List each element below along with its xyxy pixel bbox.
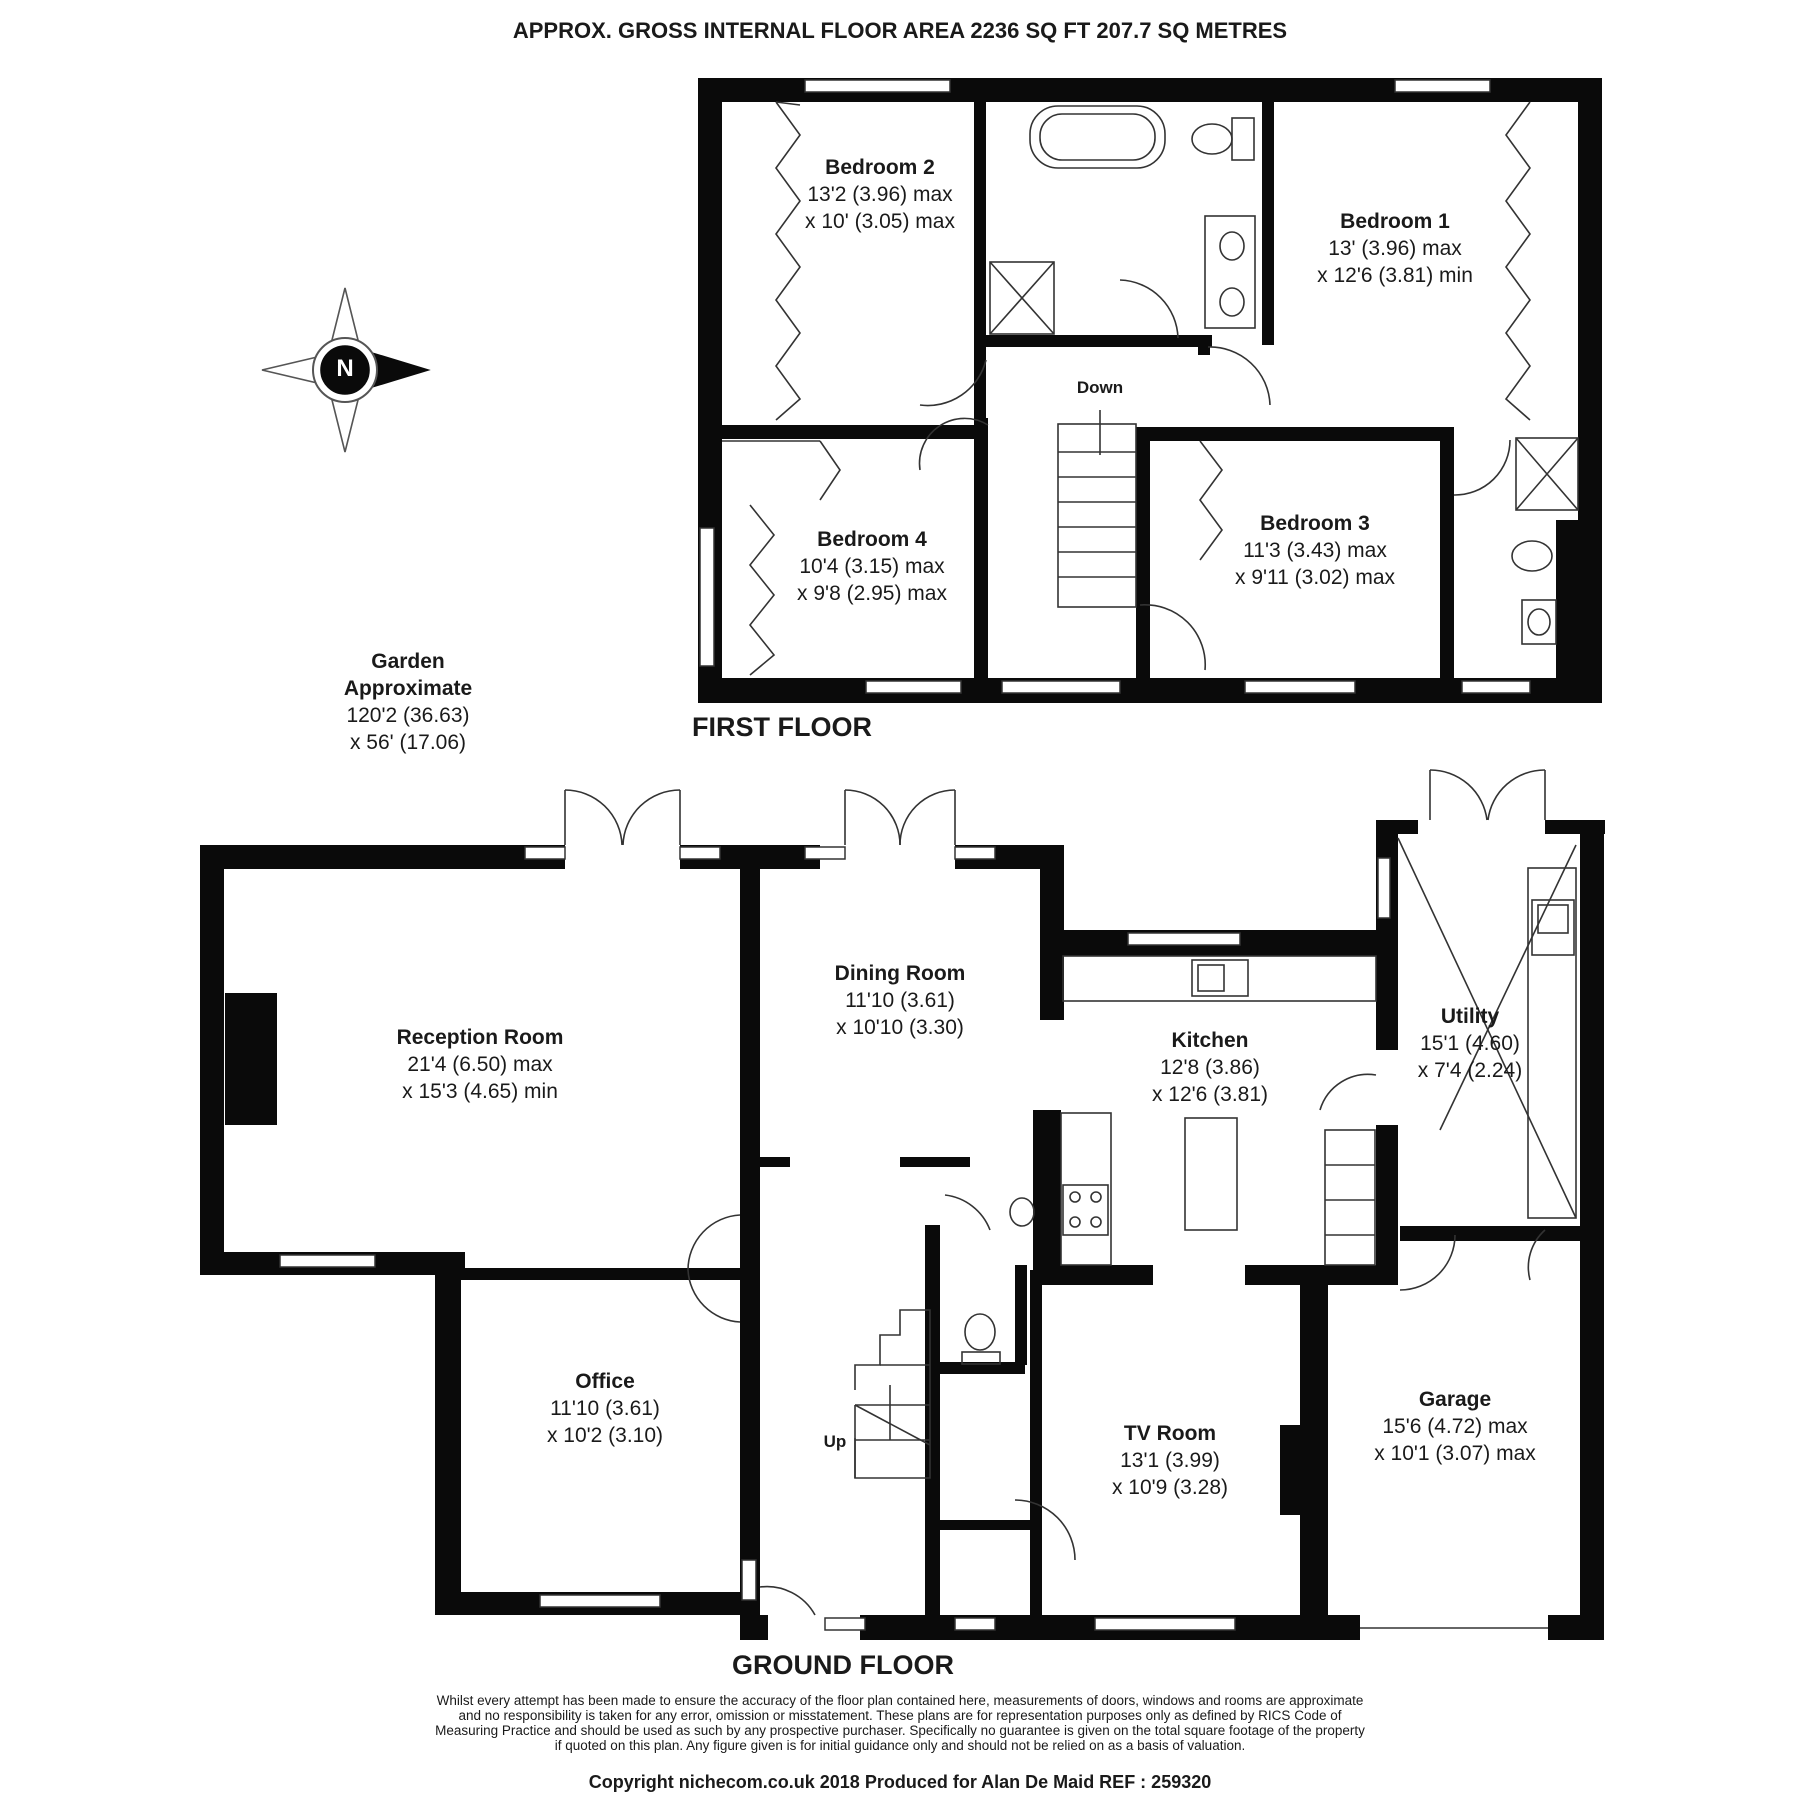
room-name: Garage bbox=[1418, 1388, 1492, 1411]
room-dimension: 10'4 (3.15) max bbox=[799, 555, 945, 578]
room-label-bedroom-2: Bedroom 2 13'2 (3.96) max x 10' (3.05) m… bbox=[780, 154, 980, 235]
room-label-bedroom-3: Bedroom 3 11'3 (3.43) max x 9'11 (3.02) … bbox=[1210, 510, 1420, 591]
disclaimer-text: Whilst every attempt has been made to en… bbox=[435, 1693, 1365, 1753]
room-label-office: Office 11'10 (3.61) x 10'2 (3.10) bbox=[505, 1368, 705, 1449]
room-name: Office bbox=[575, 1370, 635, 1393]
room-dimension: x 15'3 (4.65) min bbox=[402, 1080, 558, 1103]
room-dimension: 13' (3.96) max bbox=[1328, 237, 1462, 260]
ground-floor-windows bbox=[279, 846, 1391, 1631]
room-label-kitchen: Kitchen 12'8 (3.86) x 12'6 (3.81) bbox=[1110, 1027, 1310, 1108]
stairs-down-label: Down bbox=[1076, 378, 1124, 397]
garden-label: Garden Approximate 120'2 (36.63) x 56' (… bbox=[322, 648, 494, 756]
ground-floor-label: GROUND FLOOR bbox=[732, 1650, 954, 1680]
room-name: Bedroom 1 bbox=[1340, 210, 1450, 233]
room-name: TV Room bbox=[1123, 1422, 1217, 1445]
room-dimension: x 10'2 (3.10) bbox=[546, 1424, 664, 1447]
room-label-reception: Reception Room 21'4 (6.50) max x 15'3 (4… bbox=[355, 1024, 605, 1105]
ground-floor-fixtures bbox=[564, 769, 1577, 1629]
first-floor-label: FIRST FLOOR bbox=[692, 712, 872, 742]
stairs-up-label: Up bbox=[823, 1432, 847, 1451]
room-name: Utility bbox=[1440, 1005, 1500, 1028]
room-dimension: 11'10 (3.61) bbox=[550, 1397, 660, 1420]
room-name: Reception Room bbox=[396, 1026, 564, 1049]
compass-rose bbox=[261, 287, 431, 453]
room-dimension: x 12'6 (3.81) bbox=[1151, 1083, 1269, 1106]
garden-length: 120'2 (36.63) bbox=[346, 704, 470, 727]
first-floor-fixtures bbox=[722, 101, 1579, 676]
room-dimension: x 10'10 (3.30) bbox=[836, 1016, 964, 1039]
room-dimension: 15'6 (4.72) max bbox=[1382, 1415, 1528, 1438]
room-dimension: 13'1 (3.99) bbox=[1120, 1449, 1220, 1472]
room-name: Kitchen bbox=[1171, 1029, 1249, 1052]
room-dimension: 21'4 (6.50) max bbox=[407, 1053, 553, 1076]
room-dimension: 13'2 (3.96) max bbox=[807, 183, 953, 206]
copyright-line: Copyright nichecom.co.uk 2018 Produced f… bbox=[588, 1772, 1212, 1792]
room-dimension: 12'8 (3.86) bbox=[1160, 1056, 1260, 1079]
garden-width: x 56' (17.06) bbox=[349, 731, 467, 754]
room-label-garage: Garage 15'6 (4.72) max x 10'1 (3.07) max bbox=[1345, 1386, 1565, 1467]
first-floor-windows bbox=[699, 79, 1531, 694]
room-dimension: 11'10 (3.61) bbox=[845, 989, 955, 1012]
room-name: Bedroom 4 bbox=[817, 528, 927, 551]
room-dimension: x 7'4 (2.24) bbox=[1417, 1059, 1523, 1082]
floor-area-header: APPROX. GROSS INTERNAL FLOOR AREA 2236 S… bbox=[512, 18, 1288, 43]
room-dimension: x 9'8 (2.95) max bbox=[797, 582, 947, 605]
garden-title: Garden bbox=[371, 650, 445, 673]
room-dimension: 11'3 (3.43) max bbox=[1243, 539, 1387, 562]
room-dimension: x 12'6 (3.81) min bbox=[1317, 264, 1473, 287]
garden-subtitle: Approximate bbox=[343, 677, 473, 700]
ground-floor-walls bbox=[200, 820, 1605, 1640]
room-dimension: 15'1 (4.60) bbox=[1420, 1032, 1520, 1055]
room-name: Dining Room bbox=[834, 962, 966, 985]
room-dimension: x 9'11 (3.02) max bbox=[1234, 566, 1396, 589]
room-label-bedroom-4: Bedroom 4 10'4 (3.15) max x 9'8 (2.95) m… bbox=[772, 526, 972, 607]
first-floor-walls bbox=[698, 78, 1602, 703]
room-dimension: x 10'1 (3.07) max bbox=[1374, 1442, 1536, 1465]
room-dimension: x 10' (3.05) max bbox=[805, 210, 955, 233]
room-label-bedroom-1: Bedroom 1 13' (3.96) max x 12'6 (3.81) m… bbox=[1290, 208, 1500, 289]
room-label-utility: Utility 15'1 (4.60) x 7'4 (2.24) bbox=[1395, 1003, 1545, 1084]
room-label-tv-room: TV Room 13'1 (3.99) x 10'9 (3.28) bbox=[1070, 1420, 1270, 1501]
room-label-dining: Dining Room 11'10 (3.61) x 10'10 (3.30) bbox=[800, 960, 1000, 1041]
room-name: Bedroom 3 bbox=[1260, 512, 1370, 535]
compass-letter: N bbox=[336, 355, 354, 382]
room-dimension: x 10'9 (3.28) bbox=[1111, 1476, 1229, 1499]
room-name: Bedroom 2 bbox=[825, 156, 935, 179]
